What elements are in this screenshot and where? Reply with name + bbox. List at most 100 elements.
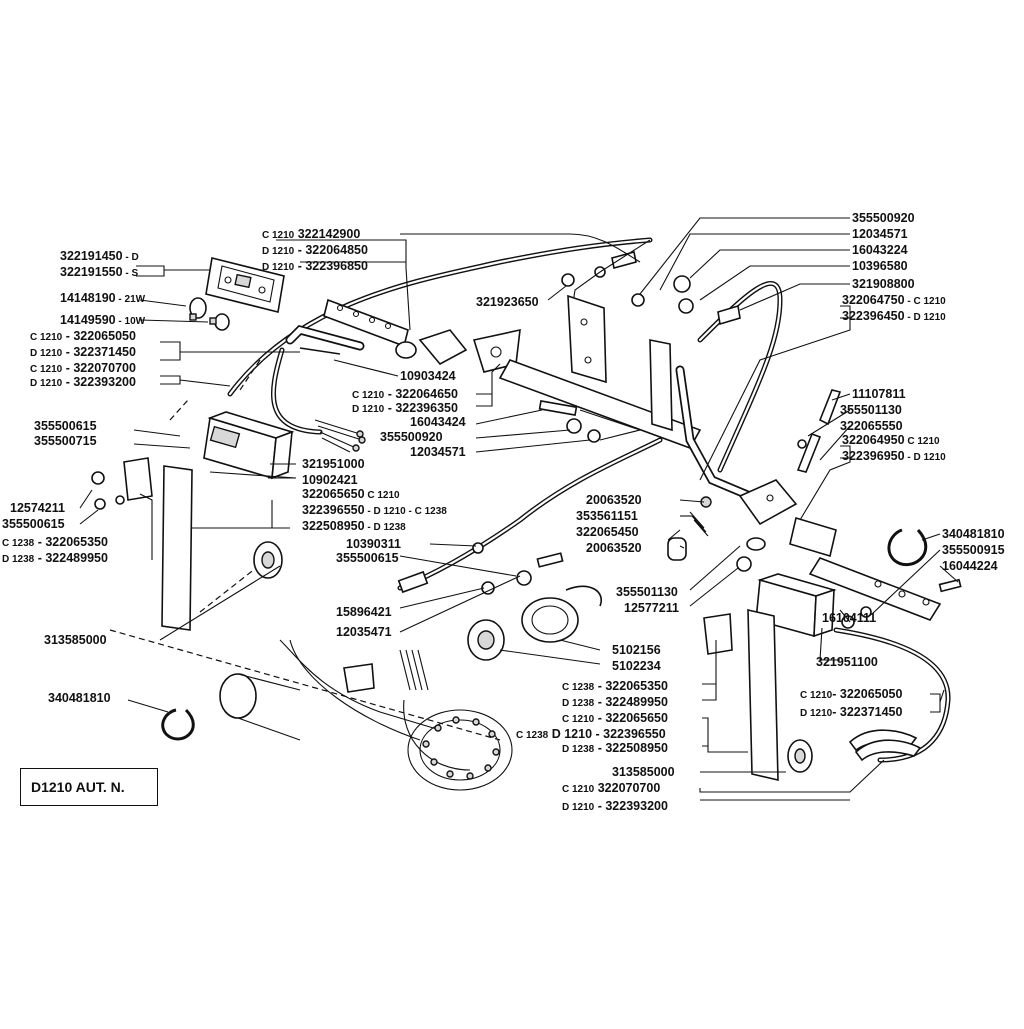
part-label-l38: 20063520 bbox=[586, 493, 642, 507]
part-label-l22: C 1210 - 322064650 bbox=[352, 387, 458, 401]
part-label-l66: C 1238 D 1210 - 322396550 bbox=[516, 727, 666, 741]
part-label-l10-seg-0: 355500715 bbox=[34, 434, 97, 448]
part-label-l14-seg-0: D 1238 bbox=[2, 554, 35, 565]
part-label-l55: 322396950 - D 1210 bbox=[842, 449, 946, 463]
part-label-l50-seg-1: - D 1210 bbox=[905, 312, 947, 323]
part-label-l65: C 1210 - 322065650 bbox=[562, 711, 668, 725]
part-label-l64: D 1238 - 322489950 bbox=[562, 695, 668, 709]
part-label-l5: C 1210 - 322065050 bbox=[30, 329, 136, 343]
part-label-l39-seg-0: 353561151 bbox=[576, 509, 638, 523]
part-label-l15: 313585000 bbox=[44, 633, 107, 647]
part-label-l51-seg-0: 11107811 bbox=[852, 387, 906, 401]
part-label-l31-seg-1: - D 1238 bbox=[365, 522, 407, 533]
part-label-l37: 5102234 bbox=[612, 659, 661, 673]
part-label-l11: 12574211 bbox=[10, 501, 65, 515]
part-label-l13-seg-1: - 322065350 bbox=[34, 535, 108, 549]
bulbs bbox=[189, 297, 230, 331]
part-label-l21: 10903424 bbox=[400, 369, 456, 383]
part-label-l61: C 1210- 322065050 bbox=[800, 687, 903, 701]
part-label-l45-seg-0: 12034571 bbox=[852, 227, 908, 241]
part-label-l16: 340481810 bbox=[48, 691, 111, 705]
right-cable bbox=[833, 627, 951, 763]
part-label-l62-seg-1: - 322371450 bbox=[832, 705, 902, 719]
part-label-l67-seg-0: D 1238 bbox=[562, 744, 595, 755]
part-label-l27-seg-0: 321951000 bbox=[302, 457, 365, 471]
part-label-l58: 16044224 bbox=[942, 559, 998, 573]
part-label-l19-seg-0: D 1210 bbox=[262, 262, 295, 273]
part-label-l62-seg-0: D 1210 bbox=[800, 708, 833, 719]
part-label-l18-seg-1: - 322064850 bbox=[294, 243, 368, 257]
part-label-l17-seg-1: 322142900 bbox=[294, 227, 360, 241]
part-label-l1-seg-0: 322191450 bbox=[60, 249, 123, 263]
part-label-l6-seg-0: D 1210 bbox=[30, 348, 63, 359]
small-fasteners bbox=[472, 273, 962, 629]
crossbar bbox=[498, 294, 702, 449]
part-label-l70: D 1210 - 322393200 bbox=[562, 799, 668, 813]
part-label-l66-seg-1: D 1210 - 322396550 bbox=[548, 727, 666, 741]
part-label-l51: 11107811 bbox=[852, 387, 906, 401]
part-label-l36-seg-0: 5102156 bbox=[612, 643, 661, 657]
part-label-l54-seg-1: C 1210 bbox=[905, 436, 940, 447]
part-label-l14: D 1238 - 322489950 bbox=[2, 551, 108, 565]
part-label-l57-seg-0: 355500915 bbox=[942, 543, 1005, 557]
part-label-l41-seg-0: 20063520 bbox=[586, 541, 642, 555]
part-label-l2-seg-1: - S bbox=[123, 268, 139, 279]
part-label-l49: 322064750 - C 1210 bbox=[842, 293, 946, 307]
part-label-l63-seg-1: - 322065350 bbox=[594, 679, 668, 693]
part-label-l40: 322065450 bbox=[576, 525, 639, 539]
part-label-l68: 313585000 bbox=[612, 765, 675, 779]
part-label-l38-seg-0: 20063520 bbox=[586, 493, 642, 507]
part-label-l25: 355500920 bbox=[380, 430, 443, 444]
lower-cable bbox=[397, 437, 663, 594]
part-label-l45: 12034571 bbox=[852, 227, 908, 241]
part-label-l52-seg-0: 355501130 bbox=[840, 403, 902, 417]
frame-label-box: D1210 AUT. N. bbox=[20, 768, 158, 806]
part-label-l8: D 1210 - 322393200 bbox=[30, 375, 136, 389]
part-label-l17: C 1210 322142900 bbox=[262, 227, 360, 241]
part-label-l30-seg-1: - D 1210 - C 1238 bbox=[365, 506, 448, 517]
part-label-l12: 355500615 bbox=[2, 517, 65, 531]
dashed-guides bbox=[169, 359, 261, 613]
part-label-l35-seg-0: 12035471 bbox=[336, 625, 392, 639]
circlips bbox=[161, 528, 928, 741]
part-label-l8-seg-0: D 1210 bbox=[30, 378, 63, 389]
part-label-l59-seg-0: 16104111 bbox=[822, 611, 876, 625]
part-label-l8-seg-1: - 322393200 bbox=[62, 375, 136, 389]
part-label-l39: 353561151 bbox=[576, 509, 638, 523]
part-label-l67-seg-1: - 322508950 bbox=[594, 741, 668, 755]
part-label-l23-seg-0: D 1210 bbox=[352, 404, 385, 415]
part-label-l47-seg-0: 10396580 bbox=[852, 259, 908, 273]
part-label-l13: C 1238 - 322065350 bbox=[2, 535, 108, 549]
part-label-l4-seg-0: 14149590 bbox=[60, 313, 116, 327]
part-label-l2-seg-0: 322191550 bbox=[60, 265, 123, 279]
part-label-l61-seg-0: C 1210 bbox=[800, 690, 833, 701]
part-label-l10: 355500715 bbox=[34, 434, 97, 448]
part-label-l60: 321951100 bbox=[816, 655, 878, 669]
part-label-l24: 16043424 bbox=[410, 415, 466, 429]
part-label-l69: C 1210 322070700 bbox=[562, 781, 660, 795]
part-label-l7: C 1210 - 322070700 bbox=[30, 361, 136, 375]
part-label-l50-seg-0: 322396450 bbox=[842, 309, 905, 323]
part-label-l66-seg-0: C 1238 bbox=[516, 730, 549, 741]
part-label-l48: 321908800 bbox=[852, 277, 915, 291]
part-label-l52: 355501130 bbox=[840, 403, 902, 417]
part-label-l54-seg-0: 322064950 bbox=[842, 433, 905, 447]
part-label-l44-seg-0: 355500920 bbox=[852, 211, 915, 225]
part-label-l26-seg-0: 12034571 bbox=[410, 445, 466, 459]
part-label-l58-seg-0: 16044224 bbox=[942, 559, 998, 573]
part-label-l49-seg-0: 322064750 bbox=[842, 293, 905, 307]
part-label-l63-seg-0: C 1238 bbox=[562, 682, 595, 693]
part-label-l60-seg-0: 321951100 bbox=[816, 655, 878, 669]
part-label-l1: 322191450 - D bbox=[60, 249, 139, 263]
part-label-l19: D 1210 - 322396850 bbox=[262, 259, 368, 273]
part-label-l59: 16104111 bbox=[822, 611, 876, 625]
part-label-l18: D 1210 - 322064850 bbox=[262, 243, 368, 257]
part-label-l65-seg-1: - 322065650 bbox=[594, 711, 668, 725]
number-plate-lamp bbox=[205, 257, 285, 313]
part-label-l5-seg-1: - 322065050 bbox=[62, 329, 136, 343]
part-label-l37-seg-0: 5102234 bbox=[612, 659, 661, 673]
part-label-l31-seg-0: 322508950 bbox=[302, 519, 365, 533]
part-label-l53: 322065550 bbox=[840, 419, 903, 433]
part-label-l16-seg-0: 340481810 bbox=[48, 691, 111, 705]
